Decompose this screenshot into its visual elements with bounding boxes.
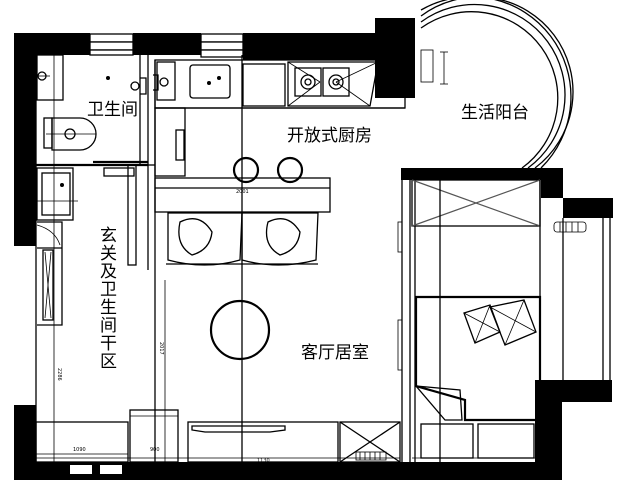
kitchen-counter [153, 59, 406, 109]
room-label-living-room: 客厅居室 [301, 343, 369, 363]
dimension-vertical-left: 2286 [56, 368, 62, 381]
dimension-counter-length: 2001 [236, 189, 249, 195]
round-table [209, 299, 271, 361]
bottom-cross-cabinet [339, 421, 401, 463]
balcony-fixture [420, 49, 448, 85]
bar-stools [232, 156, 304, 184]
walls [14, 18, 613, 480]
bottom-windows [70, 465, 122, 474]
room-label-bathroom: 卫生间 [87, 100, 138, 120]
lounge-chairs [166, 212, 319, 266]
dimension-vertical-mid: 2017 [158, 342, 164, 355]
shoe-cabinet [36, 221, 63, 326]
vanity-sink [36, 167, 78, 221]
bathroom-area [35, 54, 149, 462]
dimension-bottom-right: 1130 [257, 458, 270, 464]
room-label-open-kitchen: 开放式厨房 [287, 126, 372, 146]
dining-bar [154, 177, 331, 213]
balcony-arc [420, 0, 574, 169]
top-windows [89, 33, 244, 58]
partition-wall [127, 60, 156, 462]
room-label-balcony: 生活阳台 [461, 103, 529, 123]
bed [412, 295, 542, 459]
dimension-bottom-mid: 900 [150, 447, 160, 453]
dimension-bottom-left: 1090 [73, 447, 86, 453]
bottom-cabinets [35, 409, 400, 463]
room-label-entrance-dry-area: 玄关及卫生间干区 [96, 226, 116, 370]
right-side-bay [553, 218, 611, 380]
